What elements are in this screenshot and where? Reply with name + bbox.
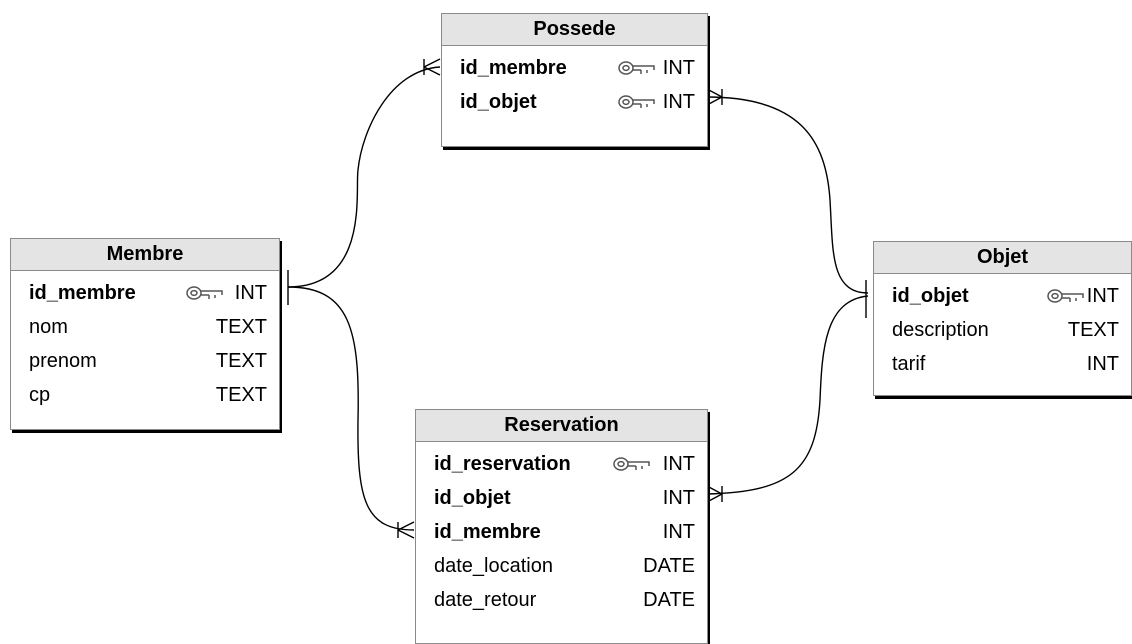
field-name: id_objet	[434, 487, 511, 509]
field-row[interactable]: tarif INT	[874, 347, 1131, 381]
field-name: id_reservation	[434, 453, 571, 475]
field-name: id_membre	[434, 521, 541, 543]
many-marker-reservation-objet	[706, 485, 723, 503]
field-row[interactable]: id_membre INT	[416, 515, 707, 549]
field-name: prenom	[29, 350, 97, 372]
table-title: Membre	[11, 239, 279, 271]
field-row[interactable]: nom TEXT	[11, 310, 279, 344]
field-row[interactable]: id_reservation INT	[416, 447, 707, 481]
field-row[interactable]: id_objet INT	[416, 481, 707, 515]
field-type: INT	[662, 91, 695, 113]
key-icon	[185, 283, 225, 303]
field-type: INT	[662, 521, 695, 543]
field-type: TEXT	[1067, 319, 1119, 341]
relationship-membre-reservation	[287, 286, 415, 531]
field-type: INT	[234, 282, 267, 304]
field-type: DATE	[643, 555, 695, 577]
field-type: INT	[1086, 353, 1119, 375]
field-row[interactable]: id_objet INT	[874, 279, 1131, 313]
field-type: TEXT	[215, 316, 267, 338]
field-type: TEXT	[215, 384, 267, 406]
field-type: DATE	[643, 589, 695, 611]
field-name: cp	[29, 384, 51, 406]
field-row[interactable]: prenom TEXT	[11, 344, 279, 378]
field-name: tarif	[892, 353, 926, 375]
key-icon	[617, 58, 657, 78]
relationship-objet-reservation	[706, 295, 869, 495]
field-type: INT	[662, 453, 695, 475]
key-icon	[612, 454, 652, 474]
field-type: INT	[662, 57, 695, 79]
field-name: id_objet	[892, 285, 969, 307]
field-row[interactable]: description TEXT	[874, 313, 1131, 347]
field-name: id_membre	[460, 57, 567, 79]
field-name: date_location	[434, 555, 553, 577]
relationship-objet-possede	[706, 96, 869, 294]
field-type: TEXT	[215, 350, 267, 372]
field-name: id_membre	[29, 282, 136, 304]
field-row[interactable]: date_location DATE	[416, 549, 707, 583]
field-name: nom	[29, 316, 68, 338]
field-row[interactable]: cp TEXT	[11, 378, 279, 412]
field-row[interactable]: date_retour DATE	[416, 583, 707, 617]
field-type: INT	[662, 487, 695, 509]
field-row[interactable]: id_objet INT	[442, 85, 707, 119]
field-row[interactable]: id_membre INT	[442, 51, 707, 85]
table-title: Possede	[442, 14, 707, 46]
table-title: Reservation	[416, 410, 707, 442]
many-marker-reservation-membre	[397, 521, 415, 539]
key-icon	[617, 92, 657, 112]
field-type: INT	[1086, 285, 1119, 307]
field-name: description	[892, 319, 989, 341]
many-marker-possede-objet	[706, 88, 723, 106]
field-name: date_retour	[434, 589, 537, 611]
key-icon	[1046, 286, 1086, 306]
field-name: id_objet	[460, 91, 537, 113]
many-marker-possede-membre	[423, 58, 441, 76]
field-row[interactable]: id_membre INT	[11, 276, 279, 310]
table-title: Objet	[874, 242, 1131, 274]
relationship-membre-possede	[287, 66, 441, 288]
